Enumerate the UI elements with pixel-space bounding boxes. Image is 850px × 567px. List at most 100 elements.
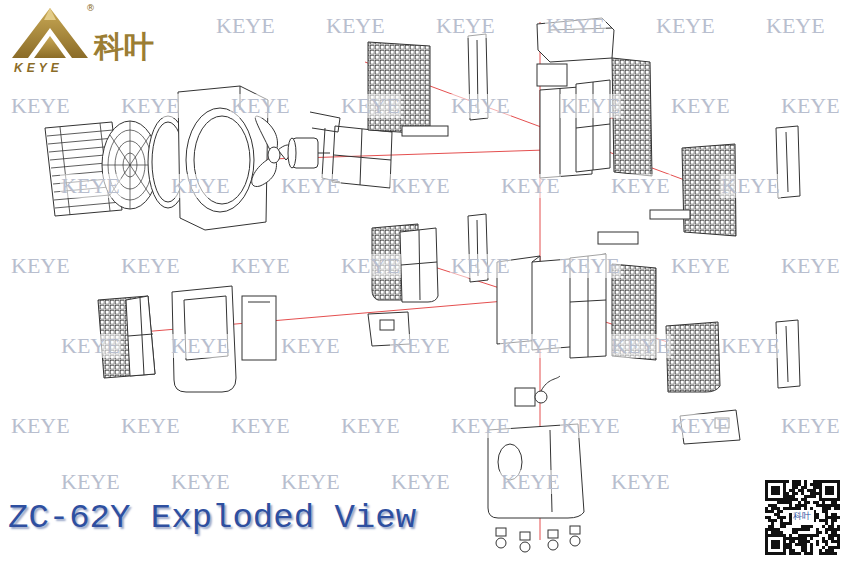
- qr-module: [831, 498, 834, 501]
- qr-module: [768, 519, 771, 522]
- qr-module: [813, 501, 816, 504]
- qr-module: [792, 489, 795, 492]
- qr-module: [834, 501, 837, 504]
- watermark: KEYE: [500, 174, 561, 198]
- watermark: KEYE: [390, 334, 451, 358]
- qr-module: [819, 519, 822, 522]
- qr-module: [837, 489, 840, 492]
- watermark: KEYE: [280, 174, 341, 198]
- qr-module: [837, 483, 840, 486]
- qr-module: [810, 492, 813, 495]
- qr-module: [783, 543, 786, 546]
- qr-module: [795, 531, 798, 534]
- qr-module: [804, 534, 807, 537]
- qr-module: [813, 495, 816, 498]
- qr-module: [765, 546, 768, 549]
- qr-module: [807, 489, 810, 492]
- qr-module: [825, 543, 828, 546]
- qr-module: [789, 504, 792, 507]
- qr-module: [804, 537, 807, 540]
- watermark: KEYE: [280, 334, 341, 358]
- watermark: KEYE: [670, 414, 731, 438]
- qr-module: [771, 486, 774, 489]
- registered-mark: ®: [86, 4, 95, 14]
- qr-module: [801, 549, 804, 552]
- qr-module: [828, 534, 831, 537]
- qr-module: [771, 492, 774, 495]
- qr-module: [828, 492, 831, 495]
- qr-module: [786, 546, 789, 549]
- qr-module: [783, 501, 786, 504]
- qr-module: [777, 510, 780, 513]
- qr-module: [801, 537, 804, 540]
- qr-module: [813, 534, 816, 537]
- qr-module: [786, 492, 789, 495]
- qr-module: [798, 483, 801, 486]
- qr-module: [765, 483, 768, 486]
- qr-module: [789, 507, 792, 510]
- qr-module: [834, 546, 837, 549]
- qr-module: [816, 501, 819, 504]
- watermark: KEYE: [120, 254, 181, 278]
- qr-module: [765, 540, 768, 543]
- qr-module: [828, 480, 831, 483]
- qr-module: [798, 552, 801, 555]
- qr-module: [768, 534, 771, 537]
- qr-module: [807, 552, 810, 555]
- qr-module: [771, 522, 774, 525]
- qr-module: [774, 531, 777, 534]
- qr-module: [783, 492, 786, 495]
- qr-module: [819, 552, 822, 555]
- watermark: KEYE: [60, 174, 121, 198]
- watermark: KEYE: [500, 470, 561, 494]
- qr-module: [789, 519, 792, 522]
- diagram-title: ZC-62Y Exploded View: [8, 500, 416, 537]
- qr-module: [810, 495, 813, 498]
- qr-module: [768, 480, 771, 483]
- qr-module: [789, 537, 792, 540]
- qr-module: [801, 525, 804, 528]
- qr-module: [774, 528, 777, 531]
- qr-module: [804, 495, 807, 498]
- qr-module: [795, 507, 798, 510]
- qr-module: [819, 489, 822, 492]
- watermark: KEYE: [720, 334, 781, 358]
- watermark: KEYE: [10, 414, 71, 438]
- parts: [45, 18, 800, 552]
- qr-module: [822, 480, 825, 483]
- qr-module: [819, 504, 822, 507]
- qr-module: [792, 492, 795, 495]
- watermark: KEYE: [450, 254, 511, 278]
- watermark: KEYE: [610, 174, 671, 198]
- qr-module: [816, 483, 819, 486]
- qr-module: [831, 513, 834, 516]
- qr-module: [828, 525, 831, 528]
- watermark: KEYE: [765, 14, 826, 38]
- qr-module: [831, 540, 834, 543]
- qr-module: [834, 552, 837, 555]
- qr-module: [798, 534, 801, 537]
- qr-module: [837, 480, 840, 483]
- qr-module: [783, 486, 786, 489]
- qr-module: [831, 525, 834, 528]
- qr-module: [774, 504, 777, 507]
- qr-module: [765, 486, 768, 489]
- qr-module: [765, 549, 768, 552]
- qr-module: [795, 492, 798, 495]
- qr-module: [834, 507, 837, 510]
- qr-module: [810, 552, 813, 555]
- watermark: KEYE: [120, 414, 181, 438]
- watermark: KEYE: [450, 94, 511, 118]
- qr-module: [816, 516, 819, 519]
- qr-module: [783, 552, 786, 555]
- qr-module: [765, 552, 768, 555]
- qr-module: [828, 528, 831, 531]
- qr-module: [777, 528, 780, 531]
- qr-module: [822, 498, 825, 501]
- qr-module: [810, 546, 813, 549]
- qr-module: [804, 552, 807, 555]
- qr-module: [834, 540, 837, 543]
- watermark: KEYE: [170, 470, 231, 494]
- qr-module: [831, 492, 834, 495]
- qr-module: [822, 507, 825, 510]
